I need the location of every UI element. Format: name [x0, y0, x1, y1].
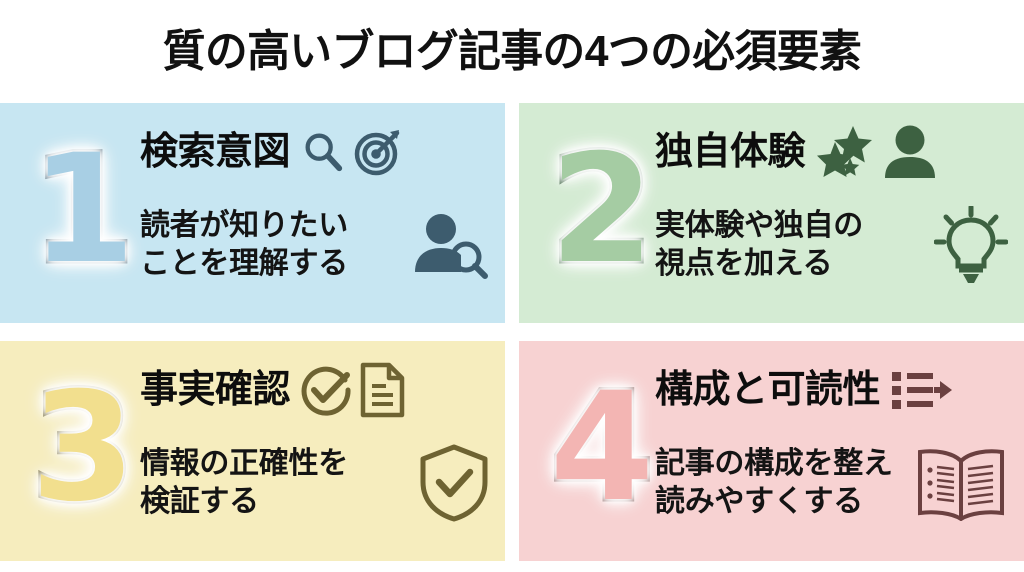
panel-2-body: 独自体験	[655, 121, 1018, 313]
panel-number-3-text: 3	[28, 360, 137, 535]
open-book-icon	[914, 445, 1008, 521]
panel-number-2-text: 2	[547, 122, 656, 297]
panel-2-description: 実体験や独自の 視点を加える	[655, 208, 863, 280]
lightbulb-icon	[934, 206, 1008, 284]
panel-2-heading: 独自体験	[655, 131, 806, 173]
panel-1-heading-row: 検索意図	[140, 121, 499, 183]
panel-number-1: 1	[18, 111, 148, 316]
panel-grid: 1 検索意図	[0, 103, 1024, 561]
list-arrow-icon	[890, 366, 953, 414]
panel-4-description: 記事の構成を整え 読みやすくする	[655, 446, 893, 518]
page-title: 質の高いブログ記事の4つの必須要素	[162, 26, 862, 76]
panel-4-heading: 構成と可読性	[655, 369, 881, 411]
panel-3-body: 事実確認	[140, 359, 499, 551]
panel-1-heading-icons	[300, 126, 404, 178]
panel-3-desc-row: 情報の正確性を 検証する	[140, 429, 499, 537]
panel-3-description: 情報の正確性を 検証する	[140, 446, 348, 518]
panel-search-intent: 1 検索意図	[0, 103, 505, 323]
panel-number-3: 3	[18, 349, 148, 554]
search-icon	[300, 129, 346, 175]
stars-icon	[815, 124, 877, 180]
panel-number-4: 4	[537, 349, 667, 554]
panel-number-4-text: 4	[547, 360, 656, 535]
panel-number-1-text: 1	[28, 122, 137, 297]
panel-2-heading-icons	[815, 124, 937, 180]
shield-check-icon	[419, 444, 489, 522]
panel-2-desc-row: 実体験や独自の 視点を加える	[655, 191, 1018, 299]
panel-4-heading-row: 構成と可読性	[655, 359, 1018, 421]
person-search-icon	[411, 210, 489, 280]
target-icon	[352, 126, 404, 178]
panel-structure-readability: 4 構成と可読性	[519, 341, 1024, 561]
panel-3-heading-row: 事実確認	[140, 359, 499, 421]
panel-2-heading-row: 独自体験	[655, 121, 1018, 183]
panel-number-2: 2	[537, 111, 667, 316]
panel-3-heading-icons	[300, 362, 406, 418]
panel-1-heading: 検索意図	[140, 131, 291, 173]
panel-4-heading-icons	[890, 366, 953, 414]
title-bar: 質の高いブログ記事の4つの必須要素	[0, 0, 1024, 103]
panel-1-body: 検索意図	[140, 121, 499, 313]
panel-4-body: 構成と可読性	[655, 359, 1018, 551]
panel-3-heading: 事実確認	[140, 369, 291, 411]
panel-1-description: 読者が知りたい ことを理解する	[140, 208, 348, 280]
person-icon	[883, 124, 937, 180]
panel-4-desc-row: 記事の構成を整え 読みやすくする	[655, 429, 1018, 537]
panel-unique-experience: 2 独自体験	[519, 103, 1024, 323]
panel-fact-check: 3 事実確認	[0, 341, 505, 561]
check-circle-icon	[300, 364, 352, 416]
panel-1-desc-row: 読者が知りたい ことを理解する	[140, 191, 499, 299]
document-icon	[358, 362, 406, 418]
